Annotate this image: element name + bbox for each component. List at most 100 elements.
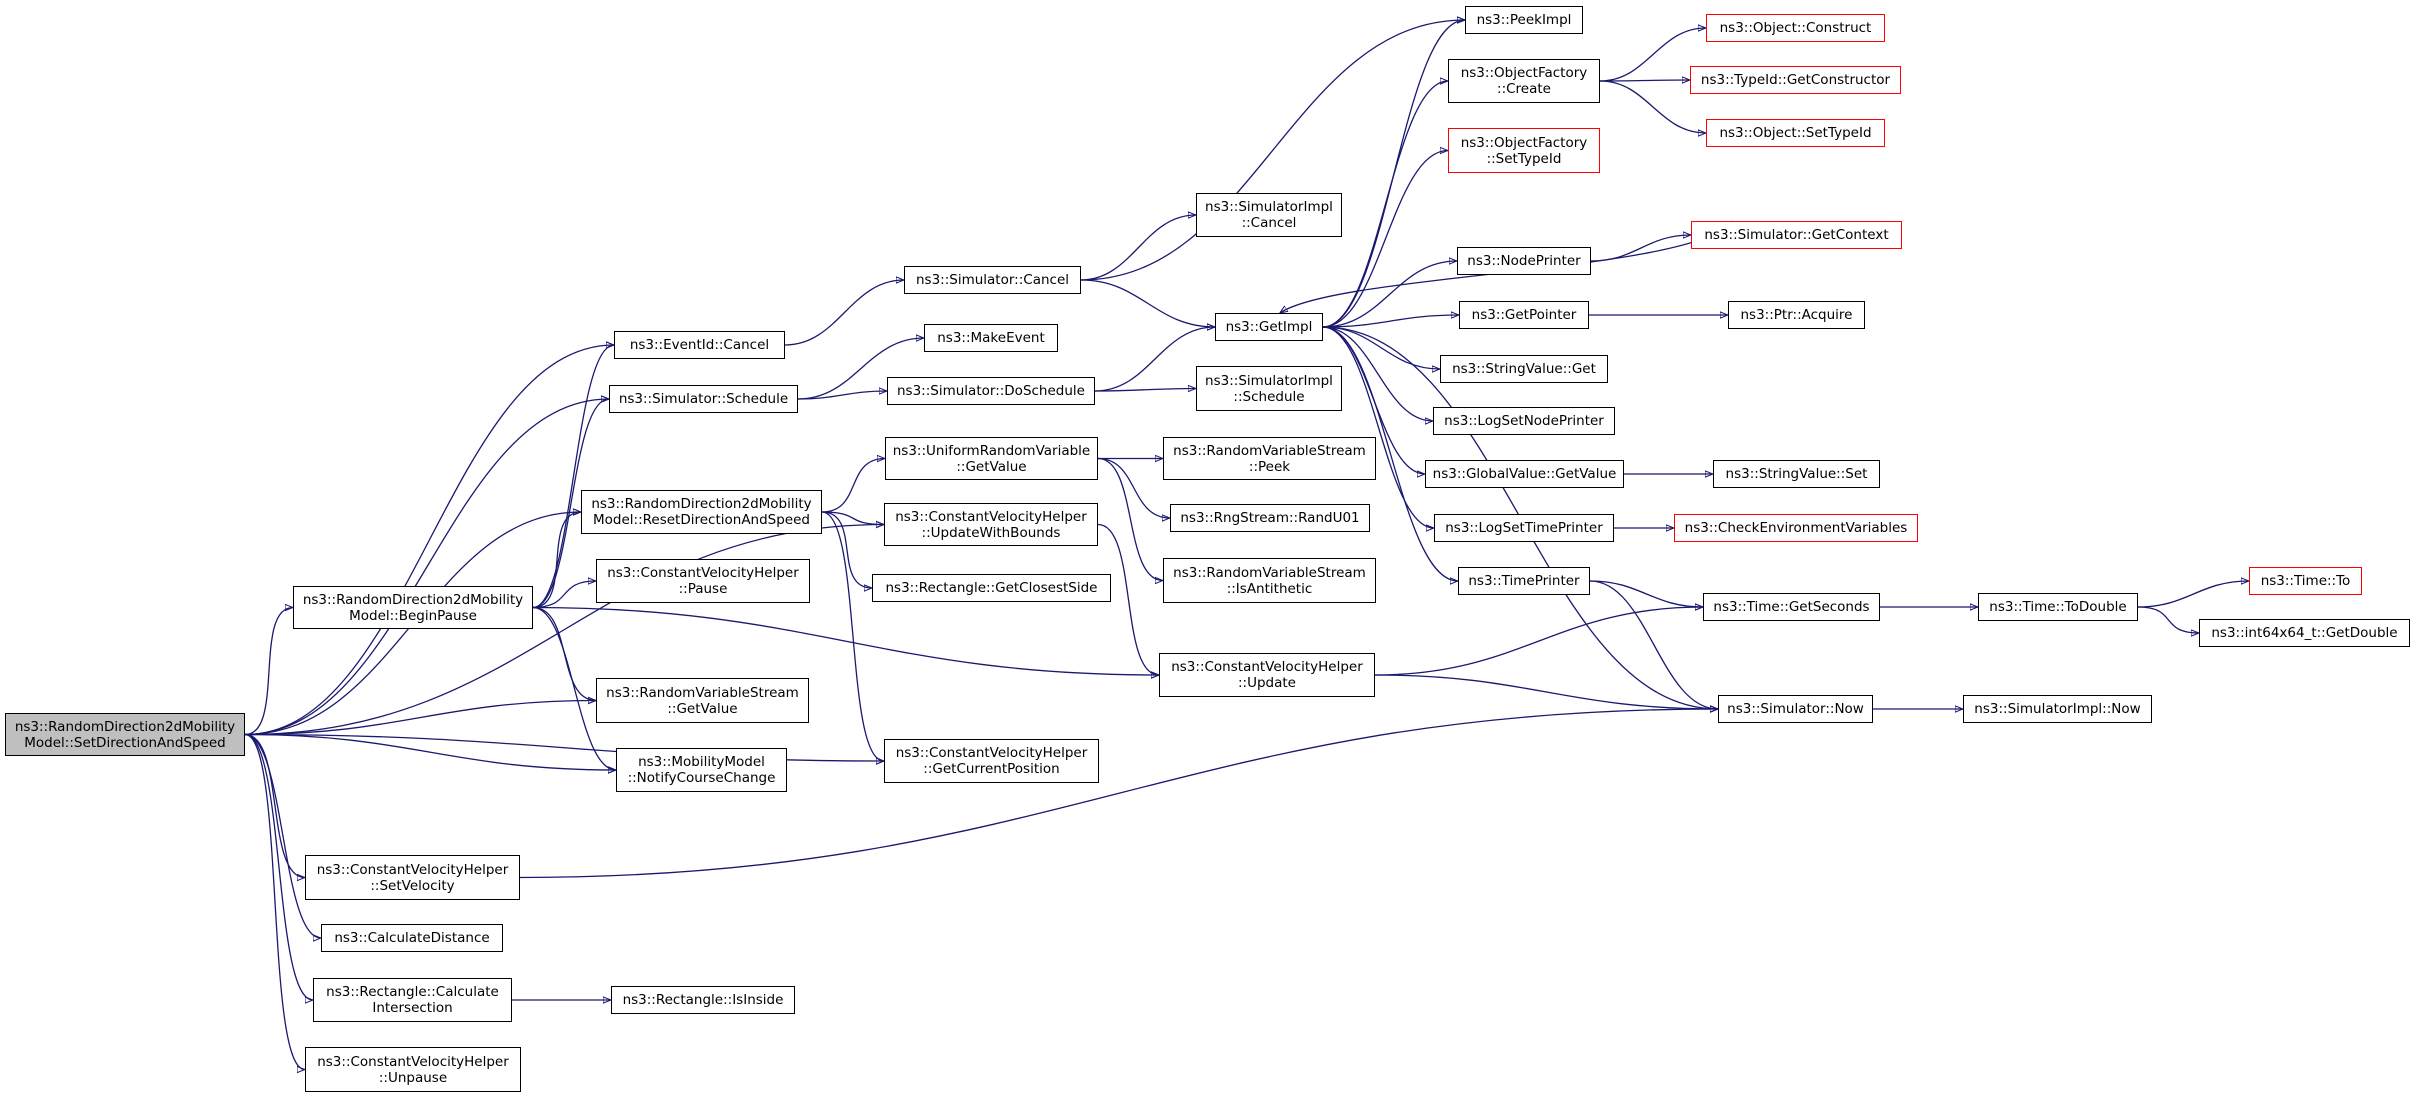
node-root: ns3::RandomDirection2dMobility Model::Se… xyxy=(5,713,245,756)
node-sim-cancel[interactable]: ns3::Simulator::Cancel xyxy=(904,266,1081,294)
edge-cvh-updatebounds-to-cvh-update xyxy=(1097,523,1160,676)
node-rect-calc-inter[interactable]: ns3::Rectangle::Calculate Intersection xyxy=(313,978,512,1022)
node-mm-notify[interactable]: ns3::MobilityModel ::NotifyCourseChange xyxy=(616,748,787,792)
node-stringvalue-set[interactable]: ns3::StringValue::Set xyxy=(1713,460,1880,488)
node-sim-now[interactable]: ns3::Simulator::Now xyxy=(1718,695,1873,723)
node-typeid-getctor[interactable]: ns3::TypeId::GetConstructor xyxy=(1690,66,1901,94)
node-check-env[interactable]: ns3::CheckEnvironmentVariables xyxy=(1674,514,1918,542)
node-urv-getvalue[interactable]: ns3::UniformRandomVariable ::GetValue xyxy=(885,437,1098,480)
node-sim-doschedule[interactable]: ns3::Simulator::DoSchedule xyxy=(887,377,1095,405)
node-time-todouble[interactable]: ns3::Time::ToDouble xyxy=(1978,593,2138,621)
edge-get-impl-to-of-settypeid xyxy=(1322,151,1448,328)
node-cvh-getpos[interactable]: ns3::ConstantVelocityHelper ::GetCurrent… xyxy=(884,739,1099,783)
node-cvh-pause[interactable]: ns3::ConstantVelocityHelper ::Pause xyxy=(596,559,810,603)
node-simimpl-schedule[interactable]: ns3::SimulatorImpl ::Schedule xyxy=(1196,366,1342,411)
edge-root-to-rvs-getvalue xyxy=(244,701,596,736)
node-obj-construct[interactable]: ns3::Object::Construct xyxy=(1706,14,1885,42)
edge-root-to-eventid-cancel xyxy=(244,345,614,736)
edge-begin-pause-to-reset-dir xyxy=(532,512,581,609)
edge-time-todouble-to-time-to xyxy=(2137,581,2249,608)
edge-root-to-sim-schedule xyxy=(244,399,609,736)
edge-sim-doschedule-to-get-impl xyxy=(1094,327,1215,392)
edge-urv-getvalue-to-rvs-isanti xyxy=(1097,457,1164,581)
node-cvh-setvelocity[interactable]: ns3::ConstantVelocityHelper ::SetVelocit… xyxy=(305,855,520,900)
edge-begin-pause-to-mm-notify xyxy=(532,606,617,771)
edge-eventid-cancel-to-sim-cancel xyxy=(784,280,904,346)
node-rvs-isanti[interactable]: ns3::RandomVariableStream ::IsAntithetic xyxy=(1163,558,1376,603)
node-begin-pause[interactable]: ns3::RandomDirection2dMobility Model::Be… xyxy=(293,586,533,629)
node-calc-distance[interactable]: ns3::CalculateDistance xyxy=(321,924,503,952)
edge-get-impl-to-time-printer xyxy=(1322,326,1458,581)
node-of-settypeid[interactable]: ns3::ObjectFactory ::SetTypeId xyxy=(1448,128,1600,173)
node-int64-getdouble[interactable]: ns3::int64x64_t::GetDouble xyxy=(2199,619,2410,647)
node-rng-randu01[interactable]: ns3::RngStream::RandU01 xyxy=(1170,504,1370,532)
edge-root-to-cvh-setvelocity xyxy=(244,733,306,878)
node-log-set-time[interactable]: ns3::LogSetTimePrinter xyxy=(1434,514,1614,542)
edge-get-impl-to-log-set-node xyxy=(1322,326,1433,421)
node-time-getseconds[interactable]: ns3::Time::GetSeconds xyxy=(1703,593,1880,621)
edge-root-to-rect-calc-inter xyxy=(244,733,314,1001)
edge-get-impl-to-of-create xyxy=(1322,81,1448,328)
node-cvh-updatebounds[interactable]: ns3::ConstantVelocityHelper ::UpdateWith… xyxy=(884,503,1098,546)
node-gv-getvalue[interactable]: ns3::GlobalValue::GetValue xyxy=(1425,460,1624,488)
node-simimpl-now[interactable]: ns3::SimulatorImpl::Now xyxy=(1963,695,2152,723)
node-get-impl[interactable]: ns3::GetImpl xyxy=(1215,313,1323,341)
edge-begin-pause-to-sim-schedule xyxy=(532,399,610,609)
node-make-event[interactable]: ns3::MakeEvent xyxy=(924,324,1058,352)
node-stringvalue-get[interactable]: ns3::StringValue::Get xyxy=(1440,355,1608,383)
node-rvs-peek[interactable]: ns3::RandomVariableStream ::Peek xyxy=(1163,437,1376,480)
node-eventid-cancel[interactable]: ns3::EventId::Cancel xyxy=(614,331,785,359)
edge-of-create-to-obj-construct xyxy=(1599,28,1706,82)
edge-sim-schedule-to-sim-doschedule xyxy=(797,391,887,400)
edge-begin-pause-to-cvh-update xyxy=(532,606,1159,676)
edge-root-to-calc-distance xyxy=(244,733,322,939)
edge-sim-cancel-to-get-impl xyxy=(1080,279,1215,327)
edge-cvh-update-to-time-getseconds xyxy=(1374,607,1703,676)
node-sim-getcontext[interactable]: ns3::Simulator::GetContext xyxy=(1691,221,1902,249)
edge-sim-doschedule-to-simimpl-schedule xyxy=(1094,389,1196,392)
node-time-to[interactable]: ns3::Time::To xyxy=(2249,567,2362,595)
node-time-printer[interactable]: ns3::TimePrinter xyxy=(1458,567,1590,595)
node-obj-settypeid[interactable]: ns3::Object::SetTypeId xyxy=(1706,119,1885,147)
edge-begin-pause-to-eventid-cancel xyxy=(532,345,615,609)
node-ptr-acquire[interactable]: ns3::Ptr::Acquire xyxy=(1728,301,1865,329)
edge-time-printer-to-time-getseconds xyxy=(1589,580,1703,607)
node-of-create[interactable]: ns3::ObjectFactory ::Create xyxy=(1448,59,1600,103)
node-node-printer[interactable]: ns3::NodePrinter xyxy=(1457,247,1591,275)
edge-begin-pause-to-cvh-pause xyxy=(532,581,596,609)
edge-reset-dir-to-rect-closest xyxy=(821,511,872,588)
node-log-set-node[interactable]: ns3::LogSetNodePrinter xyxy=(1433,407,1615,435)
edge-urv-getvalue-to-rng-randu01 xyxy=(1097,457,1170,519)
edge-cvh-setvelocity-to-sim-now xyxy=(519,709,1718,879)
edge-reset-dir-to-urv-getvalue xyxy=(821,459,885,513)
edge-root-to-begin-pause xyxy=(244,608,294,736)
node-peek-impl[interactable]: ns3::PeekImpl xyxy=(1465,6,1583,34)
edge-of-create-to-obj-settypeid xyxy=(1599,80,1706,133)
edge-sim-cancel-to-simimpl-cancel xyxy=(1080,215,1196,281)
edge-time-todouble-to-int64-getdouble xyxy=(2137,606,2199,633)
edge-of-create-to-typeid-getctor xyxy=(1599,80,1690,81)
edge-node-printer-to-sim-getcontext xyxy=(1590,235,1691,262)
edge-get-impl-to-log-set-time xyxy=(1322,326,1434,528)
edge-reset-dir-to-cvh-updatebounds xyxy=(821,511,884,525)
node-cvh-unpause[interactable]: ns3::ConstantVelocityHelper ::Unpause xyxy=(305,1047,521,1092)
edge-reset-dir-to-cvh-getpos xyxy=(821,511,885,761)
node-sim-schedule[interactable]: ns3::Simulator::Schedule xyxy=(609,385,798,413)
edge-sim-schedule-to-make-event xyxy=(797,338,924,400)
edge-cvh-update-to-sim-now xyxy=(1374,674,1718,709)
node-rect-isinside[interactable]: ns3::Rectangle::IsInside xyxy=(611,986,795,1014)
node-reset-dir[interactable]: ns3::RandomDirection2dMobility Model::Re… xyxy=(581,490,822,534)
node-simimpl-cancel[interactable]: ns3::SimulatorImpl ::Cancel xyxy=(1196,193,1342,237)
edge-root-to-mm-notify xyxy=(244,733,616,771)
edge-sim-cancel-to-peek-impl xyxy=(1080,20,1465,281)
edge-get-impl-to-node-printer xyxy=(1322,261,1457,328)
edge-root-to-cvh-updatebounds xyxy=(244,525,884,736)
edge-root-to-cvh-unpause xyxy=(244,733,306,1070)
node-rvs-getvalue[interactable]: ns3::RandomVariableStream ::GetValue xyxy=(596,678,809,723)
edge-time-printer-to-sim-now xyxy=(1589,580,1718,709)
node-get-pointer[interactable]: ns3::GetPointer xyxy=(1459,301,1589,329)
node-cvh-update[interactable]: ns3::ConstantVelocityHelper ::Update xyxy=(1159,653,1375,697)
node-rect-closest[interactable]: ns3::Rectangle::GetClosestSide xyxy=(872,574,1111,602)
